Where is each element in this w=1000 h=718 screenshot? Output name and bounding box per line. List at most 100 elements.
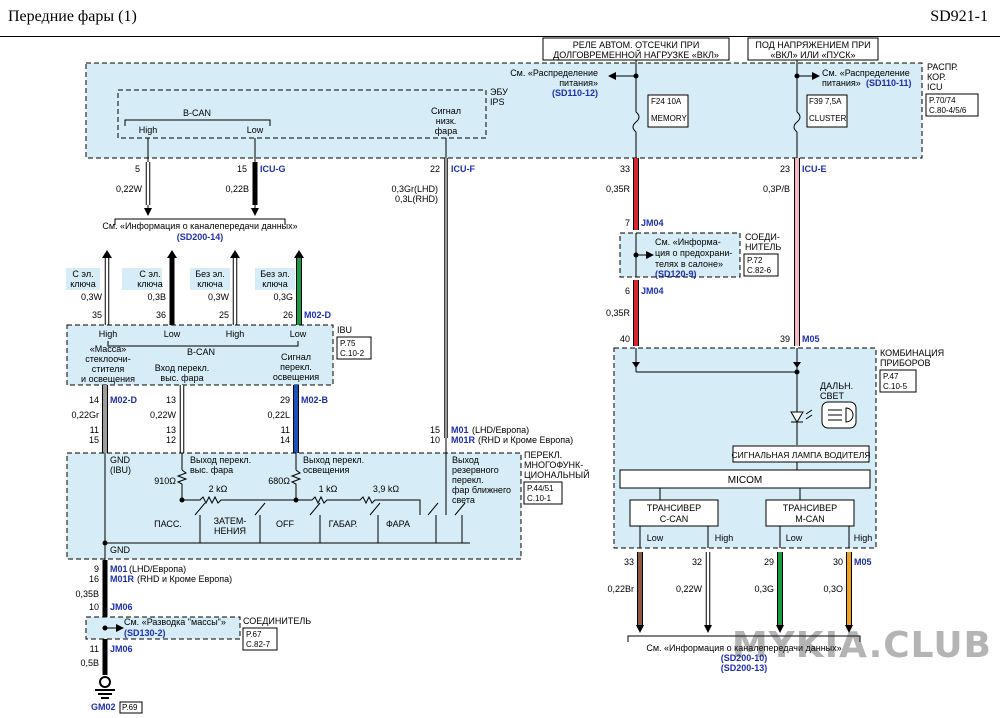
ground-symbol-icon bbox=[95, 676, 115, 699]
svg-text:F24 10A: F24 10A bbox=[651, 97, 682, 106]
svg-text:(LHD/Европа): (LHD/Европа) bbox=[129, 564, 186, 574]
svg-text:ICU-E: ICU-E bbox=[802, 164, 827, 174]
svg-text:ЗАТЕМ-: ЗАТЕМ- bbox=[214, 516, 247, 526]
svg-text:F39 7,5A: F39 7,5A bbox=[809, 97, 842, 106]
svg-text:P.67: P.67 bbox=[246, 630, 262, 639]
svg-text:GND: GND bbox=[110, 545, 131, 555]
svg-text:(SD130-2): (SD130-2) bbox=[124, 628, 166, 638]
svg-text:Сигнал: Сигнал bbox=[281, 352, 311, 362]
svg-text:P.44/51: P.44/51 bbox=[527, 484, 554, 493]
svg-text:22: 22 bbox=[430, 164, 440, 174]
svg-text:С эл.: С эл. bbox=[139, 269, 160, 279]
ibu-inputs: С эл. ключа С эл. ключа Без эл. ключа Бе… bbox=[66, 268, 295, 290]
svg-text:перекл.: перекл. bbox=[280, 362, 312, 372]
svg-text:ключа: ключа bbox=[70, 279, 96, 289]
svg-text:MICOM: MICOM bbox=[728, 475, 762, 486]
svg-text:ция о предохрани-: ция о предохрани- bbox=[655, 248, 732, 258]
svg-text:0,3O: 0,3O bbox=[823, 584, 843, 594]
svg-text:Вход перекл.: Вход перекл. bbox=[155, 363, 210, 373]
svg-text:6: 6 bbox=[625, 286, 630, 296]
svg-text:СИГНАЛЬНАЯ ЛАМПА ВОДИТЕЛЯ: СИГНАЛЬНАЯ ЛАМПА ВОДИТЕЛЯ bbox=[731, 450, 870, 460]
svg-text:M05: M05 bbox=[854, 557, 872, 567]
svg-text:M01R: M01R bbox=[110, 574, 135, 584]
svg-text:15: 15 bbox=[237, 164, 247, 174]
svg-text:освещения: освещения bbox=[303, 465, 349, 475]
svg-text:стителя: стителя bbox=[92, 364, 125, 374]
svg-text:30: 30 bbox=[833, 557, 843, 567]
svg-text:См. «Информация о каналепереда: См. «Информация о каналепередачи данных» bbox=[102, 221, 297, 231]
svg-text:0,22Gr: 0,22Gr bbox=[71, 410, 99, 420]
svg-text:High: High bbox=[715, 533, 734, 543]
diagram-title: Передние фары (1) bbox=[8, 8, 137, 25]
ground-connector: См. «Разводка "массы"» (SD130-2) СОЕДИНИ… bbox=[85, 616, 311, 651]
svg-text:0,5B: 0,5B bbox=[80, 658, 99, 668]
svg-text:High: High bbox=[99, 329, 118, 339]
svg-text:P.70/74: P.70/74 bbox=[929, 96, 956, 105]
svg-text:GND: GND bbox=[110, 455, 131, 465]
svg-text:(SD110-12): (SD110-12) bbox=[552, 88, 598, 98]
svg-text:питания»: питания» bbox=[559, 78, 598, 88]
svg-text:3,9 kΩ: 3,9 kΩ bbox=[373, 484, 400, 494]
svg-text:0,3L(RHD): 0,3L(RHD) bbox=[395, 194, 438, 204]
svg-text:JM06: JM06 bbox=[110, 602, 133, 612]
svg-text:P.69: P.69 bbox=[122, 703, 138, 712]
svg-text:M02-D: M02-D bbox=[304, 310, 332, 320]
svg-text:Low: Low bbox=[647, 533, 664, 543]
svg-text:C.82-7: C.82-7 bbox=[246, 640, 271, 649]
svg-text:MEMORY: MEMORY bbox=[651, 114, 688, 123]
svg-text:ICU: ICU bbox=[927, 82, 943, 92]
svg-text:КОР.: КОР. bbox=[927, 72, 946, 82]
indicator-led-icon bbox=[790, 409, 813, 423]
svg-text:0,3G: 0,3G bbox=[754, 584, 774, 594]
svg-text:Сигнал: Сигнал bbox=[431, 106, 461, 116]
svg-text:0,22W: 0,22W bbox=[116, 184, 143, 194]
svg-text:OFF: OFF bbox=[276, 519, 294, 529]
svg-text:40: 40 bbox=[620, 334, 630, 344]
svg-text:29: 29 bbox=[280, 395, 290, 405]
svg-text:Выход перекл.: Выход перекл. bbox=[190, 455, 251, 465]
svg-text:СВЕТ: СВЕТ bbox=[820, 391, 845, 401]
svg-text:0,3W: 0,3W bbox=[208, 292, 230, 302]
svg-text:C-CAN: C-CAN bbox=[660, 514, 689, 524]
svg-text:M02-D: M02-D bbox=[110, 395, 138, 405]
svg-text:С эл.: С эл. bbox=[72, 269, 93, 279]
high-beam-icon bbox=[821, 401, 857, 429]
svg-text:P.72: P.72 bbox=[747, 256, 763, 265]
svg-text:29: 29 bbox=[764, 557, 774, 567]
svg-text:0,22W: 0,22W bbox=[676, 584, 703, 594]
svg-text:ключа: ключа bbox=[262, 279, 288, 289]
svg-text:P.75: P.75 bbox=[340, 339, 356, 348]
svg-text:0,3Gr(LHD): 0,3Gr(LHD) bbox=[391, 184, 438, 194]
svg-text:ГАБАР.: ГАБАР. bbox=[329, 519, 358, 529]
svg-text:питания»: питания» bbox=[822, 78, 861, 88]
svg-text:36: 36 bbox=[156, 310, 166, 320]
svg-text:ЦИОНАЛЬНЫЙ: ЦИОНАЛЬНЫЙ bbox=[524, 469, 590, 480]
svg-text:B-CAN: B-CAN bbox=[187, 347, 215, 357]
svg-text:IPS: IPS bbox=[490, 97, 505, 107]
icu-module: РАСПР. КОР. ICU P.70/74 C.80-4/5/6 ЭБУ I… bbox=[85, 62, 979, 159]
svg-text:B-CAN: B-CAN bbox=[183, 108, 211, 118]
svg-text:ФАРА: ФАРА bbox=[386, 519, 410, 529]
svg-text:11: 11 bbox=[90, 425, 99, 435]
svg-text:9: 9 bbox=[94, 564, 99, 574]
svg-text:M01: M01 bbox=[451, 425, 469, 435]
svg-text:Low: Low bbox=[247, 125, 264, 135]
svg-text:См. «Распределение: См. «Распределение bbox=[510, 68, 598, 78]
svg-text:РАСПР.: РАСПР. bbox=[927, 62, 958, 72]
svg-text:5: 5 bbox=[135, 164, 140, 174]
svg-text:13: 13 bbox=[166, 395, 176, 405]
svg-text:(SD200-14): (SD200-14) bbox=[177, 232, 224, 242]
svg-text:0,3W: 0,3W bbox=[81, 292, 103, 302]
multifunction-switch-module: ПЕРЕКЛ. МНОГОФУНК- ЦИОНАЛЬНЫЙ P.44/51 C.… bbox=[66, 438, 590, 560]
svg-text:ЭБУ: ЭБУ bbox=[490, 87, 508, 97]
svg-text:(LHD/Европа): (LHD/Европа) bbox=[472, 425, 529, 435]
svg-text:Выход: Выход bbox=[452, 455, 480, 465]
svg-text:КОМБИНАЦИЯ: КОМБИНАЦИЯ bbox=[880, 348, 944, 358]
svg-text:JM06: JM06 bbox=[110, 644, 133, 654]
svg-text:См. «Информация о каналепереда: См. «Информация о каналепередачи данных» bbox=[646, 643, 841, 653]
svg-text:0,3B: 0,3B bbox=[147, 292, 166, 302]
svg-text:Low: Low bbox=[786, 533, 803, 543]
svg-text:Выход перекл.: Выход перекл. bbox=[303, 455, 364, 465]
svg-text:33: 33 bbox=[624, 557, 634, 567]
